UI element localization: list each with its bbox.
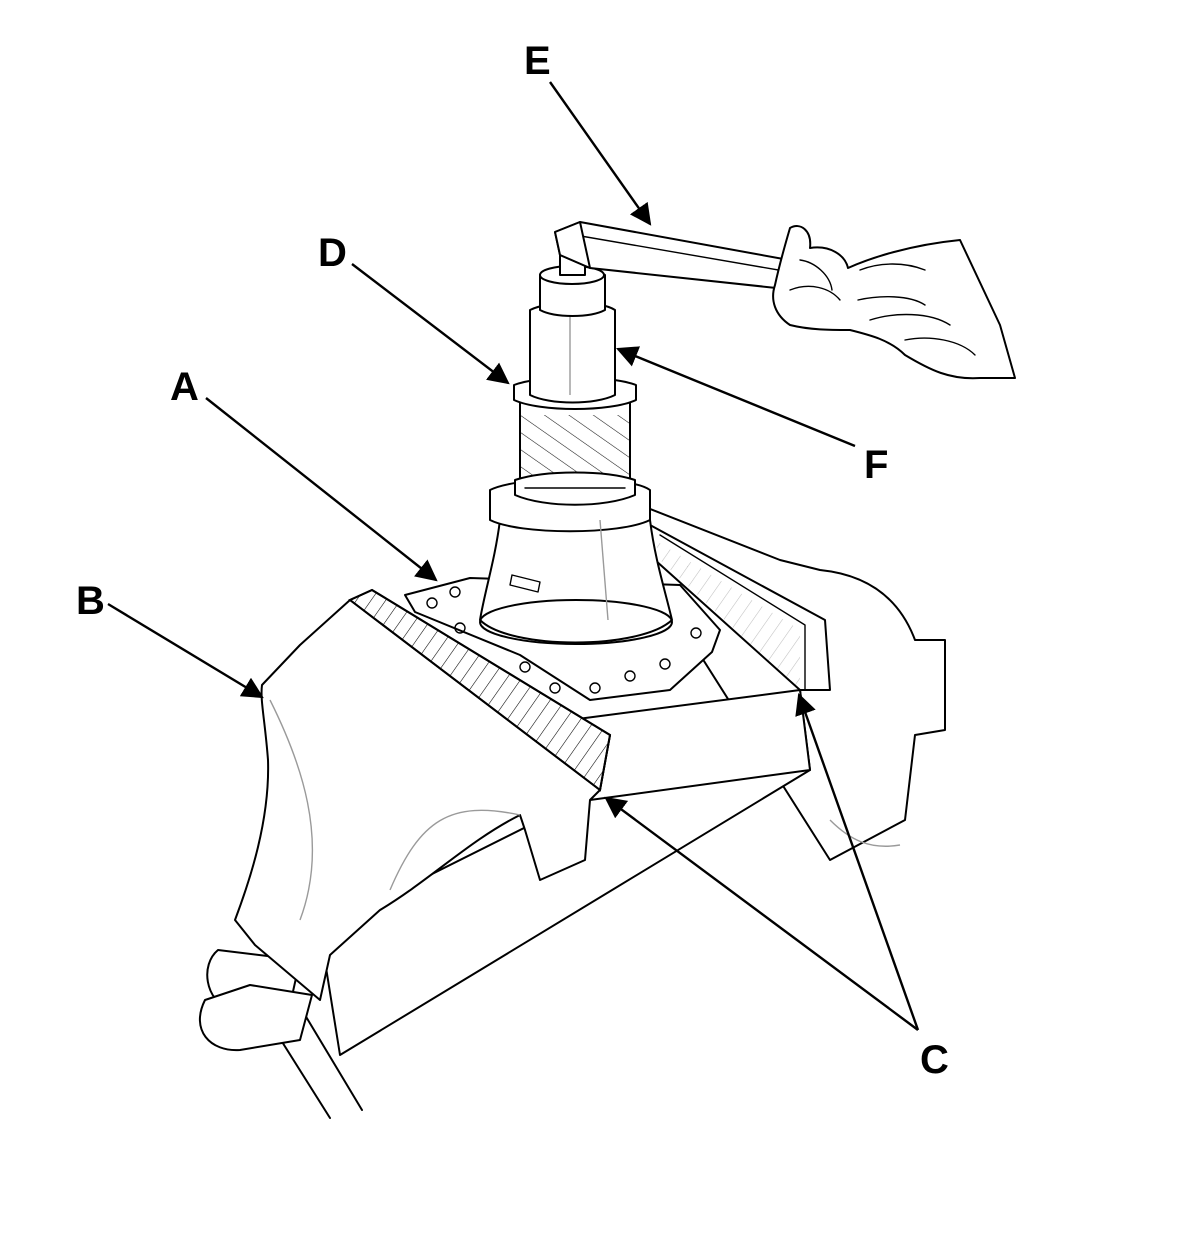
leader-d xyxy=(351,263,510,385)
wrench xyxy=(554,221,801,291)
leader-e xyxy=(549,81,652,226)
bolt-holes xyxy=(426,586,702,694)
leader-b xyxy=(107,602,264,699)
label-c: C xyxy=(920,1038,949,1082)
label-f: F xyxy=(864,443,888,487)
leader-lines xyxy=(107,81,920,1031)
label-a: A xyxy=(170,365,199,409)
label-b: B xyxy=(76,579,105,623)
socket-tool xyxy=(529,249,616,404)
leader-a xyxy=(205,397,438,582)
label-e: E xyxy=(524,39,551,83)
hand xyxy=(772,225,1016,380)
vise-body xyxy=(234,504,946,1056)
leader-c-rear xyxy=(795,692,920,1031)
leader-f xyxy=(616,346,856,448)
label-d: D xyxy=(318,231,347,275)
leader-c-front xyxy=(604,796,919,1031)
vise-handle xyxy=(199,949,363,1119)
